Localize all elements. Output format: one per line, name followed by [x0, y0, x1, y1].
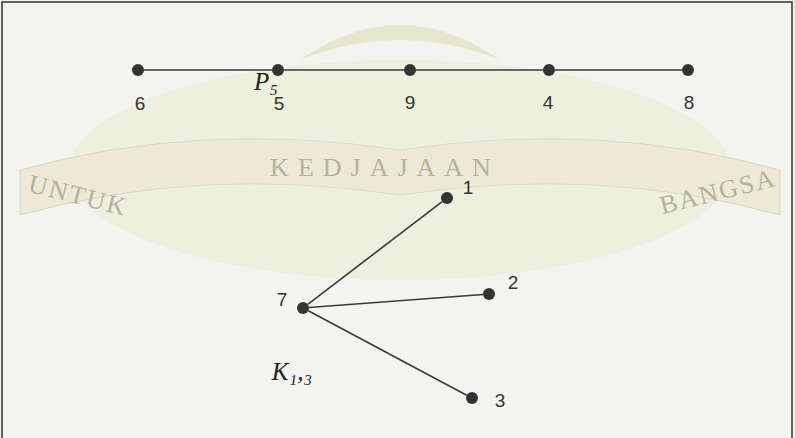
vertex-dot: 7 — [297, 302, 309, 314]
vertex-dot: 2 — [483, 288, 495, 300]
graph-edge — [309, 294, 483, 307]
vertex-dot: 3 — [466, 392, 478, 404]
vertex-dot: 8 — [682, 64, 694, 76]
vertex-label: 7 — [277, 289, 288, 311]
watermark-shape — [300, 25, 500, 60]
graph-edge — [144, 70, 272, 71]
vertex-label: 5 — [274, 93, 285, 115]
watermark-text: BANGSA — [657, 163, 780, 221]
vertex-dot: 1 — [441, 192, 453, 204]
graph-name: K₁,₃ — [272, 358, 312, 386]
graph-edge — [284, 70, 404, 71]
vertex-label: 3 — [495, 390, 506, 412]
graph-edge — [308, 202, 442, 305]
graph-name: P₅ — [254, 68, 278, 96]
vertex-label: 6 — [135, 93, 146, 115]
vertex-label: 4 — [543, 92, 554, 114]
edge-line — [144, 69, 272, 71]
graph-edge — [416, 70, 543, 71]
watermark-text: KEDJAJAAN — [270, 153, 500, 183]
vertex-dot: 6 — [132, 64, 144, 76]
vertex-label: 2 — [508, 272, 519, 294]
graph-edge — [555, 70, 682, 71]
vertex-label: 9 — [405, 92, 416, 114]
vertex-label: 8 — [684, 92, 695, 114]
vertex-dot: 4 — [543, 64, 555, 76]
watermark-text: UNTUK — [25, 169, 130, 223]
edge-line — [284, 69, 404, 71]
edge-line — [416, 69, 543, 71]
edge-line — [308, 311, 466, 395]
edge-line — [555, 69, 682, 71]
edge-line — [309, 294, 483, 307]
graph-edge — [308, 311, 466, 395]
vertex-dot: 9 — [404, 64, 416, 76]
edge-line — [308, 202, 442, 305]
